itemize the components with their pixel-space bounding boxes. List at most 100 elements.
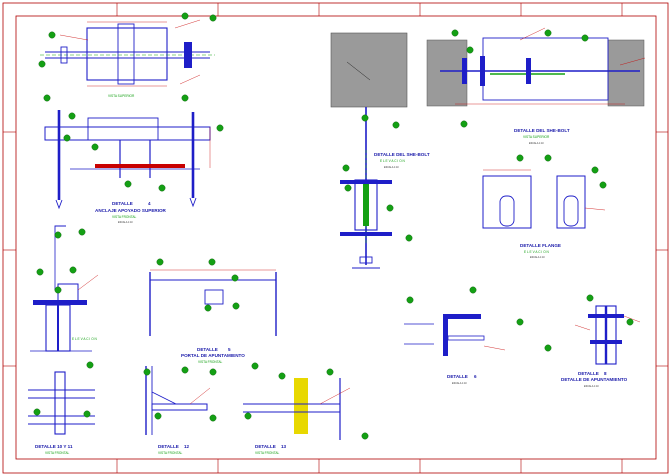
hook-rod xyxy=(54,225,66,232)
callout-bubble xyxy=(209,14,217,22)
flange-body xyxy=(556,175,586,229)
callout-bubble xyxy=(209,414,217,422)
detail-title: DETALLE DEL SHE-BOLT xyxy=(374,152,430,157)
callout-bubble xyxy=(68,112,76,120)
callout-bubble xyxy=(581,34,589,42)
leader-line xyxy=(623,315,641,323)
grout-column xyxy=(294,378,308,434)
detail-title: DETALLE xyxy=(578,371,599,376)
callout-bubble xyxy=(591,166,599,174)
callout-bubble xyxy=(48,31,56,39)
leader-line xyxy=(189,387,211,405)
callout-bubble xyxy=(78,228,86,236)
detail-title: DETALLE FLANGE xyxy=(520,243,561,248)
detail-title: DETALLE xyxy=(447,374,468,379)
callout-bubble xyxy=(181,94,189,102)
leader-line xyxy=(519,27,546,41)
detail-slot: DETALLE DEL SHE-BOLT E L E V A C I O N E… xyxy=(330,32,430,269)
callout-bubble xyxy=(232,302,240,310)
steel-angle xyxy=(443,314,448,356)
detail-title: DETALLE DEL SHE-BOLT xyxy=(514,128,570,133)
callout-bubble xyxy=(154,412,162,420)
callout-bubble xyxy=(83,410,91,418)
callout-bubble xyxy=(516,154,524,162)
detail-subtitle: E L E V A C I O N xyxy=(524,250,550,254)
detail-scale: ESCALA 1:10 xyxy=(584,385,599,388)
concrete-wall xyxy=(426,39,468,107)
portal-bracket xyxy=(204,289,224,305)
callout-bubble xyxy=(516,318,524,326)
detail-number: 4 xyxy=(148,201,151,206)
callout-bubble xyxy=(466,46,474,54)
callout-bubble xyxy=(392,121,400,129)
callout-bubble xyxy=(626,318,634,326)
callout-bubble xyxy=(544,29,552,37)
callout-bubble xyxy=(43,94,51,102)
detail-angle: DETALLE 6 ESCALA 1:10 xyxy=(404,314,506,385)
flange-slot xyxy=(499,195,515,227)
steel-form xyxy=(482,37,609,101)
leader-line xyxy=(584,207,606,211)
detail-title-line2: ANCLAJE APOYADO SUPERIOR xyxy=(95,208,167,213)
steel-plate xyxy=(86,27,168,81)
detail-title: DETALLE xyxy=(158,444,179,449)
detail-title: DETALLE 10 Y 11 xyxy=(35,444,73,449)
detail-subtitle: VISTA FRONTAL xyxy=(255,451,280,455)
detail-scale: ESCALA 1:10 xyxy=(452,382,467,385)
callout-bubble xyxy=(54,231,62,239)
callout-bubble xyxy=(386,204,394,212)
callout-bubble xyxy=(231,274,239,282)
callout-bubble xyxy=(204,304,212,312)
bolt-washer xyxy=(526,58,531,84)
detail-number: 5 xyxy=(228,347,231,352)
callout-bubble xyxy=(54,286,62,294)
detail-title-line2: DETALLE DE APUNTAMIENTO xyxy=(561,377,628,382)
detail-subtitle: VISTA SUPERIOR xyxy=(523,135,550,139)
leader-line xyxy=(574,324,591,331)
callout-bubble xyxy=(342,164,350,172)
cap-plate xyxy=(588,314,624,318)
callout-bubble xyxy=(586,294,594,302)
detail-scale: ESCALA 1:10 xyxy=(529,142,544,145)
concrete-wall xyxy=(607,39,645,107)
callout-bubble xyxy=(63,134,71,142)
callout-bubble xyxy=(124,180,132,188)
flange-plate xyxy=(340,180,392,184)
steel-cap xyxy=(57,283,79,303)
detail-subtitle: VISTA FRONTAL xyxy=(45,451,70,455)
steel-plate xyxy=(33,300,87,305)
leader-line xyxy=(179,74,201,85)
flange-plate xyxy=(340,232,392,236)
diagonal-leader xyxy=(346,61,371,81)
callout-bubble xyxy=(460,120,468,128)
concrete-block xyxy=(330,32,408,108)
callout-bubble xyxy=(181,12,189,20)
detail-number: 8 xyxy=(604,371,607,376)
callout-bubble xyxy=(599,181,607,189)
grout-fill xyxy=(363,184,369,226)
steel-plate xyxy=(447,335,485,341)
detail-title: DETALLE xyxy=(255,444,276,449)
callout-bubble xyxy=(278,372,286,380)
detail-12: DETALLE 12 VISTA FRONTAL xyxy=(145,366,211,455)
callout-bubble xyxy=(251,362,259,370)
callout-bubble xyxy=(91,143,99,151)
detail-subtitle: E L E V A C I O N xyxy=(380,159,406,163)
bolt-washer xyxy=(480,56,485,86)
callout-layer xyxy=(33,12,634,440)
bolt-head xyxy=(184,42,192,68)
anchor-nut xyxy=(359,256,373,264)
detail-portal: DETALLE 5 PORTAL DE APUNTAMIENTO VISTA F… xyxy=(149,269,277,364)
steel-beam xyxy=(151,403,208,411)
callout-bubble xyxy=(69,266,77,274)
callout-bubble xyxy=(216,124,224,132)
detail-apuntamiento: DETALLE 8 DETALLE DE APUNTAMIENTO ESCALA… xyxy=(561,305,641,388)
callout-bubble xyxy=(143,368,151,376)
detail-title: DETALLE xyxy=(112,201,133,206)
detail-number: 12 xyxy=(184,444,190,449)
detail-scale: ESCALA 1:10 xyxy=(384,166,399,169)
callout-bubble xyxy=(469,286,477,294)
